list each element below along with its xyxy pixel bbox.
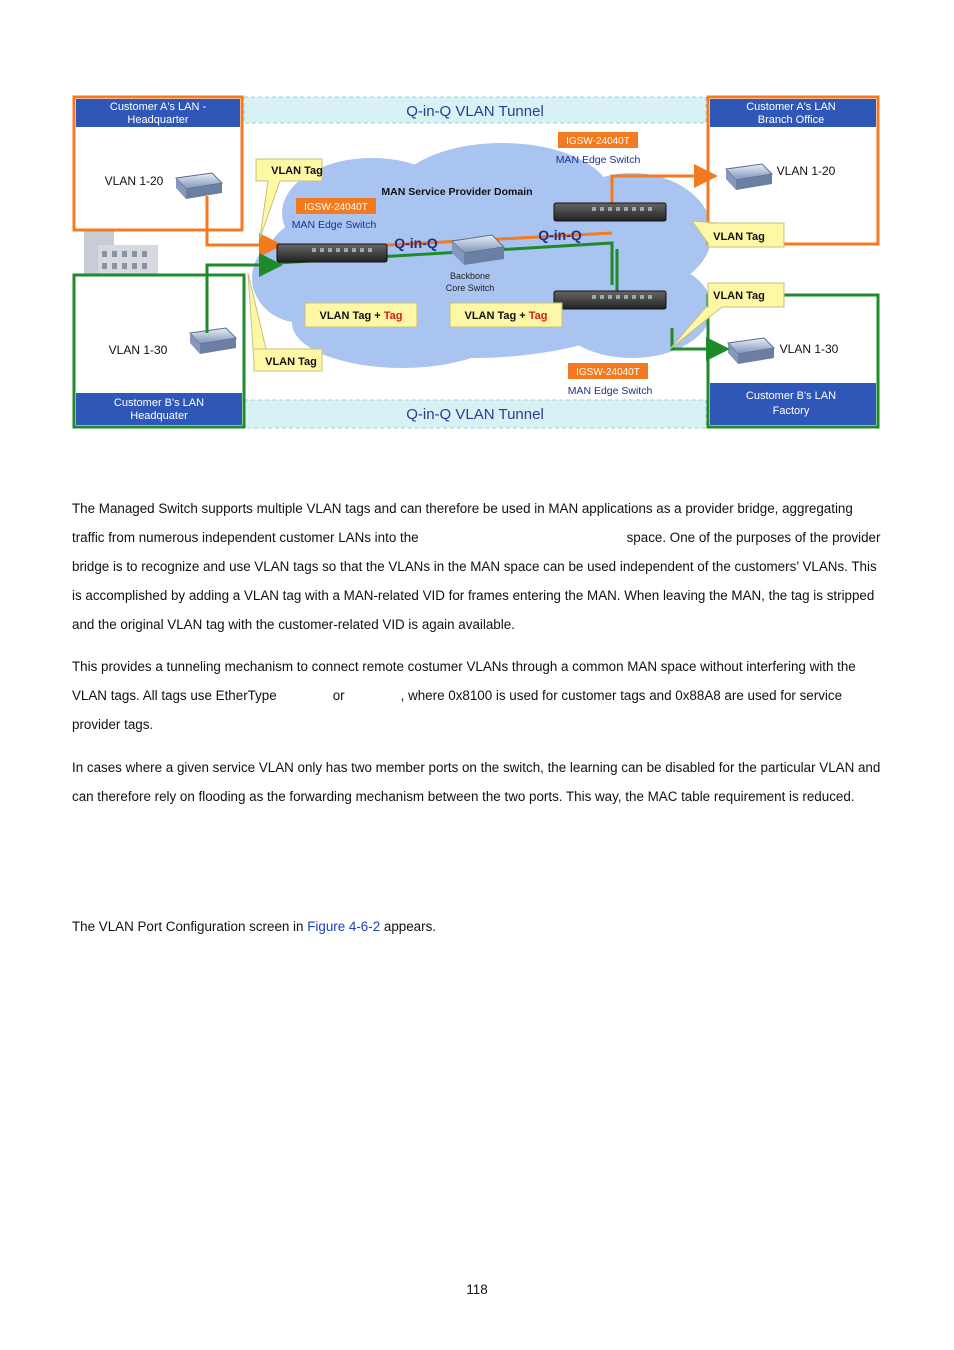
qinq-right-label: Q-in-Q	[538, 227, 582, 243]
model-3: IGSW-24040T	[576, 367, 640, 378]
customer-b-factory-box: Customer B's LAN Factory VLAN 1-30	[706, 293, 880, 429]
vlan-b-factory: VLAN 1-30	[780, 342, 839, 356]
svg-text:VLAN Tag: VLAN Tag	[713, 290, 765, 302]
customer-b-factory-title-2: Factory	[773, 405, 810, 417]
vlan-tag-callout-2: VLAN Tag	[247, 272, 323, 372]
vlan-tag-callout-3: VLAN Tag	[690, 220, 785, 248]
paragraph-1: The Managed Switch supports multiple VLA…	[72, 494, 884, 639]
paragraph-4: The VLAN Port Configuration screen in Fi…	[72, 912, 884, 941]
model-badge-left	[296, 198, 376, 214]
model-badge-bottom-right	[568, 363, 648, 379]
svg-text:VLAN Tag: VLAN Tag	[265, 356, 317, 368]
vlan-tag-plus-tag-left: VLAN Tag + Tag	[304, 302, 418, 328]
edge-switch-label-2: MAN Edge Switch	[556, 154, 641, 166]
tunnel-label-bottom: Q-in-Q VLAN Tunnel	[406, 406, 544, 423]
vlan-tag-plus-tag-right: VLAN Tag + Tag	[449, 302, 563, 328]
paragraph-2: This provides a tunneling mechanism to c…	[72, 652, 884, 739]
customer-a-hq-title-1: Customer A's LAN -	[110, 101, 207, 113]
backbone-label-2: Core Switch	[446, 283, 495, 293]
paragraph-3: In cases where a given service VLAN only…	[72, 753, 884, 811]
man-edge-switch-bottom-right	[553, 290, 667, 310]
paragraph-4-part-1: The VLAN Port Configuration screen in	[72, 919, 304, 934]
svg-text:VLAN Tag: VLAN Tag	[713, 231, 765, 243]
customer-b-hq-title-1: Customer B's LAN	[114, 397, 204, 409]
svg-text:VLAN Tag + Tag: VLAN Tag + Tag	[319, 310, 402, 322]
customer-a-branch-title-1: Customer A's LAN	[746, 101, 836, 113]
vlan-a-branch: VLAN 1-20	[777, 164, 836, 178]
customer-a-branch-title-2: Branch Office	[758, 114, 824, 126]
man-edge-switch-left	[276, 243, 388, 263]
figure-link[interactable]: Figure 4-6-2	[307, 919, 381, 934]
backbone-switch-icon	[450, 234, 506, 265]
page-number: 118	[466, 1282, 488, 1297]
vlan-tag-callout-4: VLAN Tag	[669, 282, 785, 350]
vlan-a-hq: VLAN 1-20	[105, 174, 164, 188]
paragraph-3-text: In cases where a given service VLAN only…	[72, 760, 881, 804]
customer-b-hq-box: Customer B's LAN Headquater VLAN 1-30	[72, 273, 246, 429]
qinq-left-label: Q-in-Q	[394, 235, 438, 251]
customer-a-hq-box: Customer A's LAN - Headquarter VLAN 1-20	[72, 95, 244, 232]
customer-a-hq-title-2: Headquarter	[127, 114, 188, 126]
tunnel-band-bottom	[243, 399, 707, 429]
qinq-network-diagram: Q-in-Q VLAN Tunnel Q-in-Q VLAN Tunnel MA…	[72, 93, 880, 433]
paragraph-4-part-2: appears.	[383, 919, 437, 934]
tunnel-band-top	[243, 96, 707, 124]
paragraph-2-part-3: , where 0x8100 is used for customer tags…	[72, 688, 843, 732]
edge-switch-label-3: MAN Edge Switch	[568, 385, 653, 397]
paragraph-2-part-1: This provides a tunneling mechanism to c…	[72, 659, 856, 703]
paragraph-1-part-2: space. One of the purposes of the provid…	[72, 530, 881, 632]
customer-b-factory-title-1: Customer B's LAN	[746, 390, 836, 402]
customer-b-hq-title-2: Headquater	[130, 410, 188, 422]
model-badge-top-right	[558, 132, 638, 148]
vlan-b-hq: VLAN 1-30	[109, 343, 168, 357]
model-2: IGSW-24040T	[566, 136, 630, 147]
vlan-tag-callout-1: VLAN Tag	[255, 158, 323, 239]
backbone-label-1: Backbone	[450, 271, 490, 281]
man-edge-switch-top-right	[553, 202, 667, 222]
edge-switch-label-1: MAN Edge Switch	[292, 219, 377, 231]
tunnel-label-top: Q-in-Q VLAN Tunnel	[406, 103, 544, 120]
paragraph-1-part-1: The Managed Switch supports multiple VLA…	[72, 501, 853, 545]
svg-text:VLAN Tag + Tag: VLAN Tag + Tag	[464, 310, 547, 322]
customer-a-branch-box: Customer A's LAN Branch Office VLAN 1-20	[706, 95, 880, 246]
domain-label: MAN Service Provider Domain	[381, 186, 532, 198]
svg-text:VLAN Tag: VLAN Tag	[271, 165, 323, 177]
model-1: IGSW-24040T	[304, 202, 368, 213]
customer-b-link	[205, 241, 730, 361]
paragraph-2-part-2: or	[332, 688, 345, 703]
